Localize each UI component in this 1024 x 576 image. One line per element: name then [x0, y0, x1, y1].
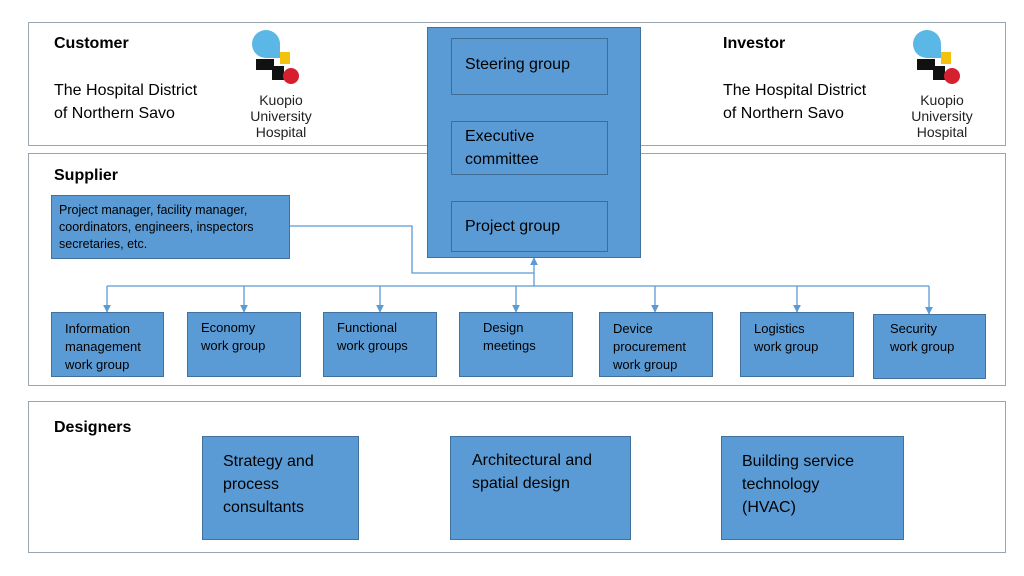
supplier-staff-box: Project manager, facility manager, coord… — [51, 195, 290, 259]
investor-organization: The Hospital District of Northern Savo — [723, 82, 867, 122]
designer-strategy-process: Strategy and process consultants — [202, 436, 359, 540]
designer-building-service: Building service technology (HVAC) — [721, 436, 904, 540]
customer-organization: The Hospital District of Northern Savo — [54, 82, 198, 122]
customer-logo-text: Kuopio University Hospital — [250, 92, 312, 140]
work-group-security: Security work group — [873, 314, 986, 379]
designers-heading: Designers — [54, 419, 132, 436]
kuopio-university-hospital-logo-icon — [913, 30, 960, 84]
work-group-functional: Functional work groups — [323, 312, 437, 377]
work-group-economy: Economy work group — [187, 312, 301, 377]
work-group-logistics: Logistics work group — [740, 312, 854, 377]
work-group-information-management: Information management work group — [51, 312, 164, 377]
designer-architectural-spatial: Architectural and spatial design — [450, 436, 631, 540]
customer-logo: Kuopio University Hospital — [246, 26, 316, 141]
investor-logo-text: Kuopio University Hospital — [911, 92, 973, 140]
project-group-box: Project group — [451, 201, 608, 252]
kuopio-university-hospital-logo-icon — [252, 30, 299, 84]
investor-heading: Investor — [723, 35, 786, 52]
connector-supplier-staff — [290, 225, 534, 274]
supplier-heading: Supplier — [54, 167, 119, 184]
work-group-device-procurement: Device procurement work group — [599, 312, 713, 377]
investor-logo: Kuopio University Hospital — [907, 26, 977, 141]
customer-heading: Customer — [54, 35, 129, 52]
executive-committee-box: Executive committee — [451, 121, 608, 175]
work-group-design-meetings: Design meetings — [459, 312, 573, 377]
steering-group-box: Steering group — [451, 38, 608, 95]
